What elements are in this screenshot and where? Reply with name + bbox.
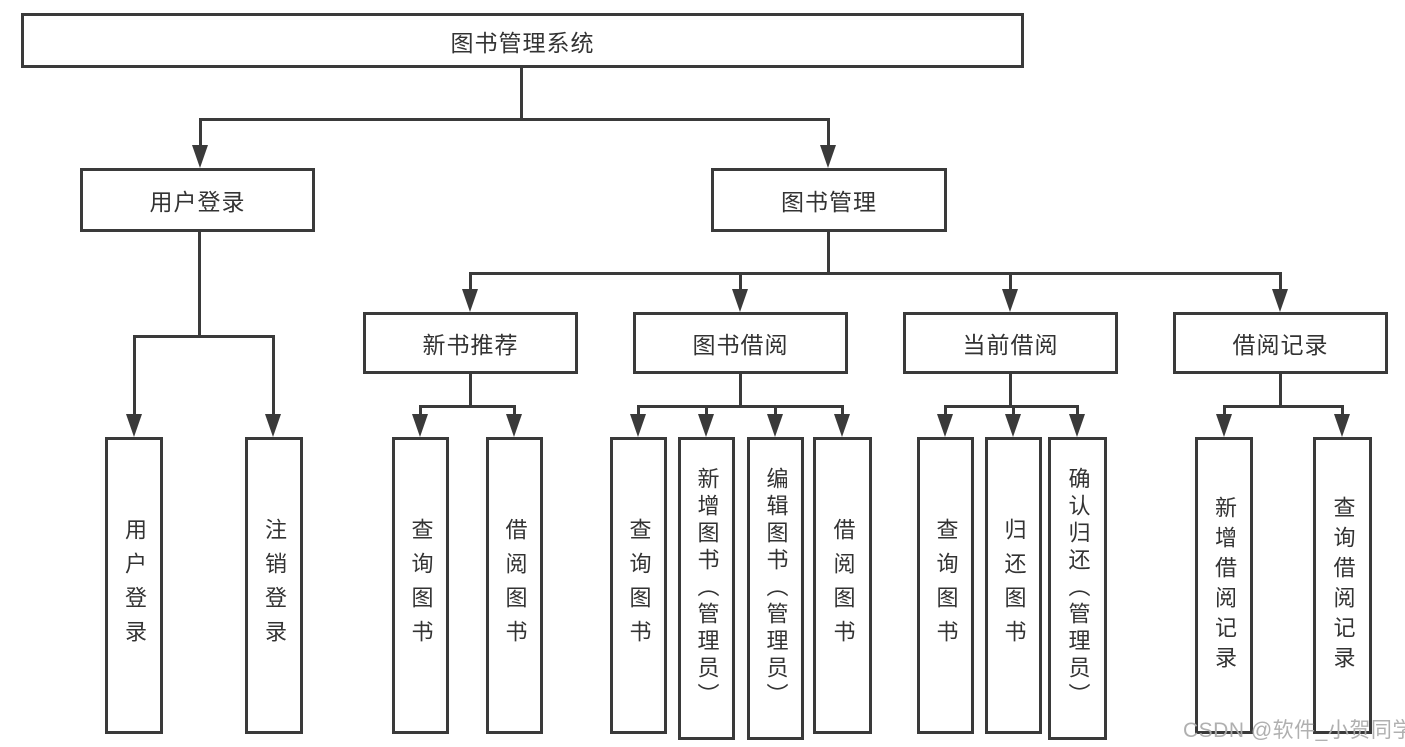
leaf-user-login: 用户登录 [105,437,163,734]
node-book-borrow-label: 图书借阅 [692,332,789,358]
leaf-cb-confirm-return-admin: 确认归还（管理员） [1048,437,1107,740]
arrow-bb-leaf-4 [834,405,851,437]
connector-borrow-records-stem [1279,374,1282,407]
leaf-cb-confirm-return-admin-label: 确认归还（管理员） [1065,467,1091,710]
leaf-br-add-record: 新增借阅记录 [1195,437,1253,734]
arrow-nb-leaf-1 [412,405,429,437]
leaf-logout-label: 注销登录 [262,517,287,654]
connector-new-book-stem [469,374,472,407]
leaf-bb-edit-books-admin: 编辑图书（管理员） [747,437,804,740]
leaf-bb-query-books: 查询图书 [610,437,667,734]
arrow-to-user-login [192,118,209,168]
connector-borrow-records-rail [1223,405,1344,408]
arrow-to-book-management [820,118,837,168]
arrow-to-borrow-records [1272,272,1289,312]
connector-level3-rail [469,272,1282,275]
arrow-bb-leaf-2 [698,405,715,437]
node-root: 图书管理系统 [21,13,1024,68]
node-new-book-recommend: 新书推荐 [363,312,578,374]
node-book-management: 图书管理 [711,168,947,232]
leaf-bb-query-books-label: 查询图书 [626,517,652,654]
arrow-bb-leaf-3 [767,405,784,437]
node-borrow-records-label: 借阅记录 [1232,332,1329,358]
node-book-management-label: 图书管理 [781,189,877,215]
arrow-cb-leaf-1 [937,405,954,437]
arrow-cb-leaf-3 [1069,405,1086,437]
node-user-login: 用户登录 [80,168,315,232]
connector-level2-rail [199,118,830,121]
connector-book-borrow-rail [637,405,844,408]
arrow-to-current-borrow [1002,272,1019,312]
leaf-br-query-record: 查询借阅记录 [1313,437,1372,734]
leaf-user-login-label: 用户登录 [122,517,147,654]
node-new-book-recommend-label: 新书推荐 [422,332,519,358]
node-borrow-records: 借阅记录 [1173,312,1388,374]
leaf-cb-return-books-label: 归还图书 [1001,517,1027,654]
leaf-cb-query-books-label: 查询图书 [933,517,959,654]
leaf-nb-query-books-label: 查询图书 [408,517,434,654]
leaf-nb-query-books: 查询图书 [392,437,449,734]
leaf-bb-add-books-admin-label: 新增图书（管理员） [694,467,720,710]
node-book-borrow: 图书借阅 [633,312,848,374]
arrow-to-leaf-user-login [126,335,143,437]
node-current-borrow: 当前借阅 [903,312,1118,374]
arrow-cb-leaf-2 [1005,405,1022,437]
arrow-br-leaf-2 [1334,405,1351,437]
watermark: CSDN @软件_小贺同学 [1183,719,1405,742]
arrow-bb-leaf-1 [630,405,647,437]
node-current-borrow-label: 当前借阅 [962,332,1059,358]
leaf-cb-return-books: 归还图书 [985,437,1042,734]
leaf-br-add-record-label: 新增借阅记录 [1212,495,1237,676]
arrow-to-leaf-logout [265,335,282,437]
arrow-nb-leaf-2 [506,405,523,437]
connector-root-stem [520,68,523,119]
leaf-bb-borrow-books-label: 借阅图书 [830,517,856,654]
leaf-bb-add-books-admin: 新增图书（管理员） [678,437,735,740]
leaf-cb-query-books: 查询图书 [917,437,974,734]
connector-current-borrow-rail [944,405,1079,408]
leaf-nb-borrow-books-label: 借阅图书 [502,517,528,654]
connector-book-borrow-stem [739,374,742,407]
arrow-br-leaf-1 [1216,405,1233,437]
connector-book-management-stem [827,232,830,274]
leaf-bb-edit-books-admin-label: 编辑图书（管理员） [763,467,789,710]
leaf-nb-borrow-books: 借阅图书 [486,437,543,734]
arrow-to-book-borrow [732,272,749,312]
connector-current-borrow-stem [1009,374,1012,407]
arrow-to-new-book [462,272,479,312]
node-root-label: 图书管理系统 [450,29,595,56]
connector-new-book-rail [419,405,516,408]
node-user-login-label: 用户登录 [149,189,246,215]
connector-user-login-rail [133,335,275,338]
leaf-logout: 注销登录 [245,437,303,734]
leaf-bb-borrow-books: 借阅图书 [813,437,872,734]
connector-user-login-stem [198,232,201,336]
leaf-br-query-record-label: 查询借阅记录 [1330,495,1356,676]
